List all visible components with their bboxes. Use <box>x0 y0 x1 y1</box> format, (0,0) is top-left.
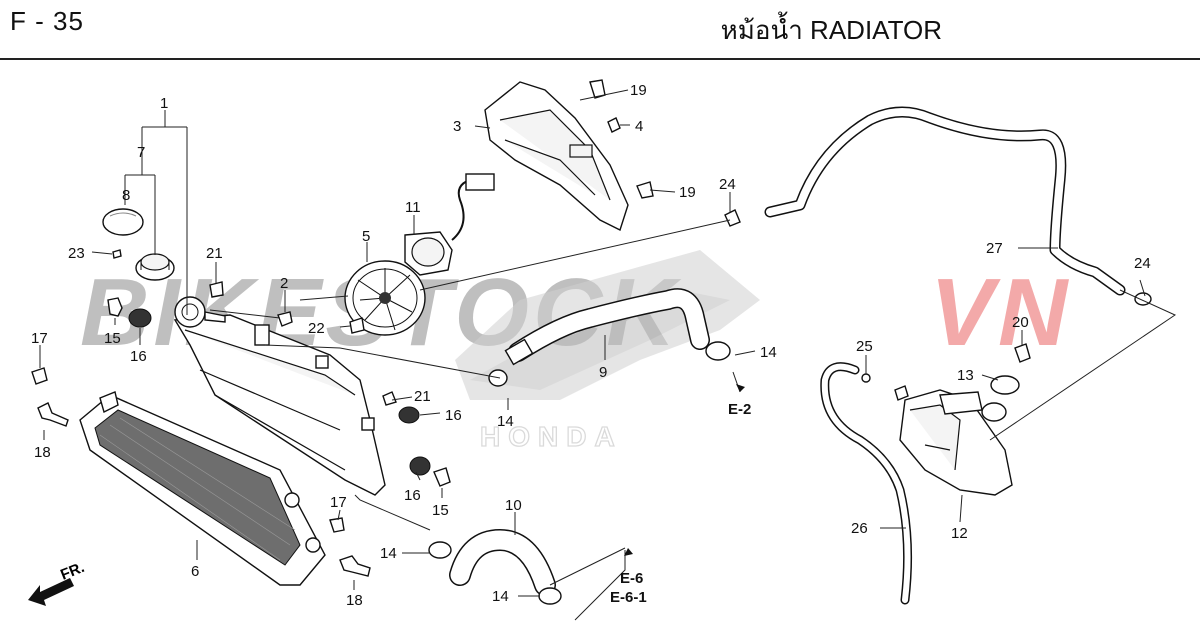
callout-15-a: 15 <box>104 330 121 347</box>
bolt-20 <box>1014 343 1031 363</box>
callout-3: 3 <box>453 118 461 135</box>
callout-labels: 1 2 3 4 5 6 7 8 9 10 11 12 13 14 14 14 1… <box>31 82 1151 609</box>
callout-10: 10 <box>505 497 522 514</box>
grommet-16-left <box>128 308 152 328</box>
clip-24-left <box>724 209 741 227</box>
fan-motor <box>404 173 495 276</box>
upper-hose <box>504 288 710 366</box>
collar-15-left <box>107 297 123 317</box>
reservoir-tank <box>894 385 1013 496</box>
front-direction-arrow: FR. <box>28 559 87 606</box>
leader-lines <box>39 89 1177 621</box>
bolt-17-left <box>31 367 48 385</box>
callout-14-b: 14 <box>760 344 777 361</box>
callout-14-c: 14 <box>380 545 397 562</box>
arrow-e2 <box>736 384 745 392</box>
callout-14-d: 14 <box>492 588 509 605</box>
callout-4: 4 <box>635 118 643 135</box>
callout-11: 11 <box>405 199 421 216</box>
callout-19-b: 19 <box>679 184 696 201</box>
callout-20: 20 <box>1012 314 1029 331</box>
bolt-18-low <box>339 555 371 577</box>
bolt-17-low <box>329 517 345 533</box>
callout-7: 7 <box>137 144 145 161</box>
callout-2: 2 <box>280 275 288 292</box>
reference-e2[interactable]: E-2 <box>728 401 751 418</box>
cooling-fan <box>344 260 426 336</box>
callout-16-c: 16 <box>404 487 421 504</box>
cap-seal <box>102 208 144 236</box>
callout-6: 6 <box>191 563 199 580</box>
callout-18-a: 18 <box>34 444 51 461</box>
clip-25 <box>861 373 871 383</box>
callout-18-b: 18 <box>346 592 363 609</box>
callout-15-b: 15 <box>432 502 449 519</box>
fan-shroud <box>484 81 629 231</box>
radiator-cap <box>135 253 175 281</box>
callout-21-a: 21 <box>206 245 223 262</box>
callout-21-b: 21 <box>414 388 431 405</box>
callout-25: 25 <box>856 338 873 355</box>
callout-14-a: 14 <box>497 413 514 430</box>
callout-16-b: 16 <box>445 407 462 424</box>
callout-9: 9 <box>599 364 607 381</box>
radiator-tank <box>173 296 386 496</box>
grommet-16-mid <box>398 406 420 424</box>
bolt-19-right <box>636 181 654 199</box>
callout-1: 1 <box>160 95 168 112</box>
bolt-18-left <box>37 402 69 427</box>
callout-24-b: 24 <box>1134 255 1151 272</box>
radiator-core <box>79 391 326 586</box>
callout-19-a: 19 <box>630 82 647 99</box>
grommet-16-low <box>409 456 431 476</box>
callout-13: 13 <box>957 367 974 384</box>
clamp-14-c <box>428 541 452 559</box>
honda-text: HONDA <box>480 421 623 452</box>
callout-12: 12 <box>951 525 968 542</box>
callout-23: 23 <box>68 245 85 262</box>
collar-15-low <box>433 467 451 487</box>
bolt-4 <box>607 117 621 133</box>
callout-27: 27 <box>986 240 1003 257</box>
callout-22: 22 <box>308 320 325 337</box>
screw-23 <box>112 249 122 259</box>
nut-2 <box>277 311 293 327</box>
header-divider <box>0 58 1200 60</box>
reservoir-cap <box>990 375 1020 395</box>
clamp-14-d <box>538 587 562 605</box>
callout-17-b: 17 <box>330 494 347 511</box>
page-title: หม้อน้ำ RADIATOR <box>720 15 942 45</box>
nut-22 <box>349 317 365 334</box>
clamp-14-b <box>705 341 731 361</box>
honda-wing-logo: HONDA <box>455 250 760 453</box>
callout-16-a: 16 <box>130 348 147 365</box>
lower-hose <box>449 528 556 596</box>
watermark-accent-text: VN <box>930 259 1071 366</box>
callout-5: 5 <box>362 228 370 245</box>
callout-17-a: 17 <box>31 330 48 347</box>
callout-24-a: 24 <box>719 176 736 193</box>
reference-e6-1[interactable]: E-6-1 <box>610 589 647 606</box>
clip-21-top <box>209 281 224 298</box>
callout-8: 8 <box>122 187 130 204</box>
reference-e6[interactable]: E-6 <box>620 570 643 587</box>
page-code: F - 35 <box>10 6 84 36</box>
callout-26: 26 <box>851 520 868 537</box>
front-label: FR. <box>58 559 87 584</box>
arrow-e6 <box>624 548 633 556</box>
clip-21-lower <box>382 391 397 406</box>
